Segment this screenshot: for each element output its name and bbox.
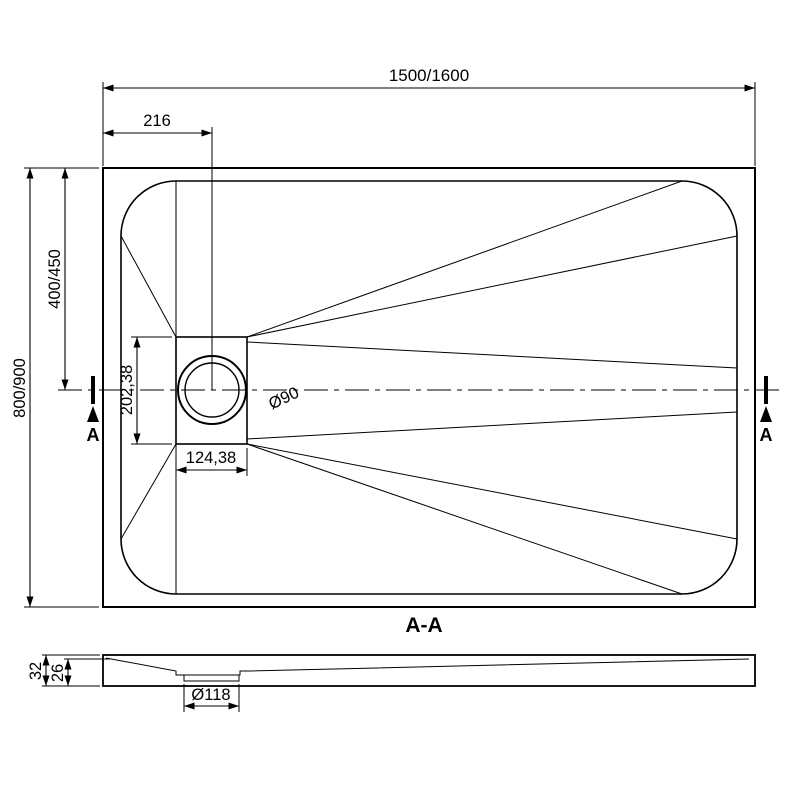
dim-section-inner-height: 26: [49, 658, 110, 686]
dim-drain-plate-height-label: 202,38: [118, 365, 136, 415]
top-view: 1500/1600 216 800/900 400/450 202,38: [11, 66, 785, 608]
dim-half-height-label: 400/450: [46, 249, 64, 309]
drain-diameter-label: Ø90: [266, 384, 302, 413]
dim-width: 1500/1600: [102, 66, 756, 166]
section-marker-right: A: [760, 376, 773, 445]
section-title: A-A: [405, 614, 442, 637]
section-floor-profile: [105, 657, 750, 676]
section-marker-right-label: A: [760, 425, 773, 445]
section-drain-body: [183, 675, 240, 682]
dim-drain-plate-width: 124,38: [175, 448, 248, 476]
tray-inner-contour: [120, 180, 738, 595]
dim-height: 800/900: [11, 167, 99, 608]
dim-half-height: 400/450: [46, 168, 69, 390]
section-outline: [102, 654, 756, 687]
dim-drain-plate-width-label: 124,38: [186, 449, 236, 467]
section-view: A-A 32 26 Ø118: [27, 614, 756, 712]
dim-drain-offset: 216: [103, 112, 213, 390]
dim-width-label: 1500/1600: [389, 66, 469, 85]
dim-drain-plate-height: 202,38: [118, 336, 172, 445]
dim-section-total-height-label: 32: [27, 662, 45, 680]
dim-section-drain-hole-label: Ø118: [191, 686, 230, 704]
dim-drain-offset-label: 216: [143, 112, 171, 130]
section-marker-left: A: [87, 376, 100, 445]
dim-section-total-height: 32: [27, 654, 100, 687]
dim-section-inner-height-label: 26: [49, 664, 67, 682]
tray-outer-contour: [102, 167, 756, 608]
slope-lines: [120, 180, 738, 595]
dim-section-drain-hole: Ø118: [183, 684, 240, 712]
dim-height-label: 800/900: [11, 358, 29, 418]
section-marker-left-label: A: [87, 425, 100, 445]
